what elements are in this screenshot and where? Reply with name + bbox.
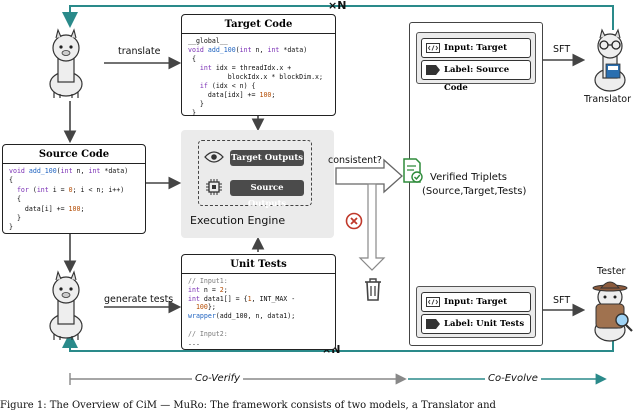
generate-tests-label: generate tests [104, 294, 174, 305]
co-evolve-label: Co-Evolve [485, 373, 541, 384]
consistent-arrow [335, 158, 403, 194]
translator-label-label: Label: Source Code [444, 65, 510, 93]
reject-arrow [358, 183, 386, 271]
tester-llama-icon [592, 281, 633, 342]
code-icon [426, 43, 440, 53]
cpu-icon [206, 179, 222, 195]
source-code-body: void add_100(int n, int *data) { for (in… [9, 167, 129, 232]
source-code-box: Source Code void add_100(int n, int *dat… [2, 144, 146, 234]
source-code-title: Source Code [3, 145, 145, 164]
reject-x-icon [345, 212, 363, 230]
sft-top-label: SFT [553, 44, 571, 55]
execution-engine-outputs-frame [198, 140, 312, 206]
tester-role-label: Tester [597, 266, 626, 277]
tester-input-row: Input: Target Code [421, 292, 531, 325]
verified-triplets-title: Verified Triplets [430, 172, 508, 183]
target-code-title: Target Code [182, 15, 335, 34]
top-loop-label: ×N [328, 0, 347, 12]
translator-label-row: Label: Source Code [421, 60, 531, 93]
co-verify-label: Co-Verify [192, 373, 244, 384]
unit-tests-body: // Input1: int n = 2; int data1[] = {1, … [188, 277, 296, 347]
llama-translator-base-icon [49, 28, 83, 98]
tag-icon [426, 65, 440, 75]
trash-icon [365, 278, 381, 301]
source-outputs-pill: Source Outputs [230, 180, 304, 209]
translator-input-row: Input: Target Code [421, 38, 531, 71]
unit-tests-title: Unit Tests [182, 255, 335, 274]
tag-icon [426, 319, 440, 329]
translator-role-label: Translator [584, 94, 632, 105]
gpu-icon [204, 151, 224, 163]
sft-bottom-label: SFT [553, 295, 571, 306]
tester-label-row: Label: Unit Tests [421, 314, 531, 334]
translator-llama-icon [594, 28, 626, 92]
tester-label-label: Label: Unit Tests [444, 319, 525, 329]
consistent-label: consistent? [328, 155, 382, 166]
top-loop-arrow [62, 5, 614, 30]
target-outputs-pill: Target Outputs [230, 150, 304, 166]
llama-tester-base-icon [49, 270, 83, 340]
target-code-box: Target Code __global__ void add_100(int … [181, 14, 336, 117]
verified-document-icon [403, 158, 423, 183]
execution-engine-title: Execution Engine [190, 214, 286, 227]
unit-tests-box: Unit Tests // Input1: int n = 2; int dat… [181, 254, 336, 350]
translate-label: translate [118, 46, 161, 57]
verified-triplets-detail: (Source,Target,Tests) [422, 186, 527, 197]
target-code-body: __global__ void add_100(int n, int *data… [188, 37, 323, 117]
figure-caption: Figure 1: The Overview of CiM — MuRo: Th… [0, 400, 496, 411]
code-icon [426, 297, 440, 307]
